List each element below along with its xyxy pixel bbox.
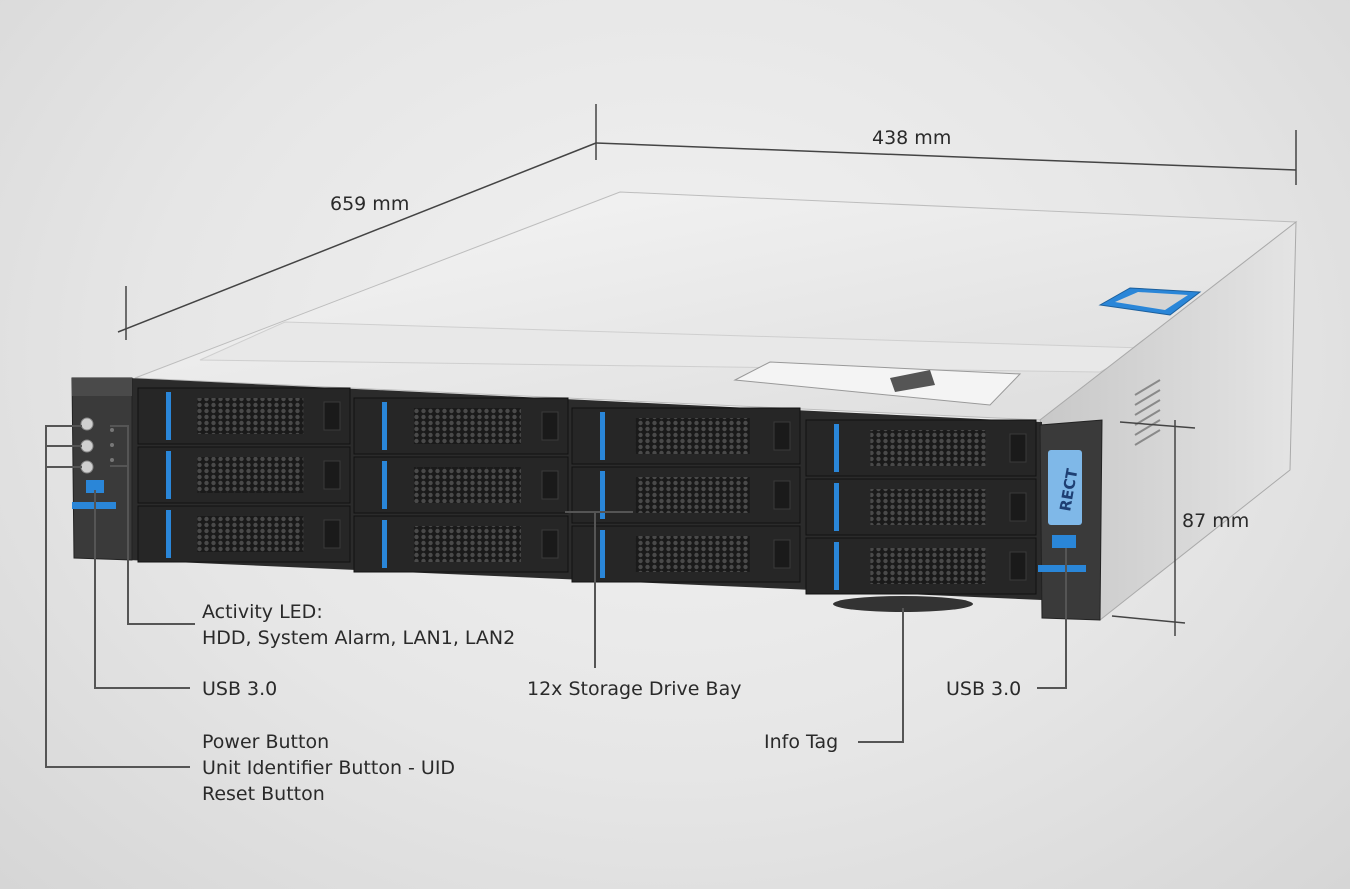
reset-button-icon [80, 460, 94, 474]
info-tag-callout [858, 608, 904, 743]
drive-tray-grille [413, 408, 521, 444]
drive-tray-handle [1009, 492, 1027, 522]
buttons-callout [45, 425, 190, 768]
depth-label: 659 mm [330, 193, 410, 215]
usb-right-callout [1037, 548, 1067, 689]
height-label: 87 mm [1182, 510, 1250, 532]
drive-tray-handle [541, 411, 559, 441]
drive-bay-label: 12x Storage Drive Bay [527, 678, 742, 700]
drive-tray-grille [870, 548, 986, 584]
drive-tray-grille [870, 430, 986, 466]
right-ear-accent [1038, 565, 1086, 572]
width-dimension-line [595, 142, 1297, 171]
depth-dimension-line [117, 142, 597, 333]
drive-tray-latch [166, 451, 171, 499]
drive-tray-grille [635, 477, 750, 513]
top-latch-inner [1115, 292, 1188, 310]
width-label: 438 mm [872, 127, 952, 149]
left-ear-top [72, 378, 132, 396]
drive-tray-latch [600, 412, 605, 460]
drive-tray-grille [635, 536, 750, 572]
drive-tray-grille [413, 467, 521, 503]
drive-tray-grille [197, 516, 304, 552]
drive-tray-handle [1009, 551, 1027, 581]
drive-tray-latch [834, 542, 839, 590]
drive-tray-latch [166, 392, 171, 440]
usb-left-label: USB 3.0 [202, 678, 278, 700]
drive-tray-handle [323, 519, 341, 549]
drive-bays [137, 387, 1037, 595]
brand-logo [1048, 450, 1082, 525]
drive-tray-handle [541, 529, 559, 559]
drive-tray-grille [413, 526, 521, 562]
drive-tray-handle [773, 480, 791, 510]
usb-right-label: USB 3.0 [946, 678, 1022, 700]
drive-tray-latch [166, 510, 171, 558]
drive-tray-latch [382, 402, 387, 450]
drive-tray-handle [323, 401, 341, 431]
power-button-label: Power Button [202, 731, 330, 753]
uid-button-icon [80, 439, 94, 453]
drive-tray-latch [834, 483, 839, 531]
drive-tray-latch [382, 520, 387, 568]
height-tick [1111, 615, 1186, 624]
drive-tray-latch [834, 424, 839, 472]
reset-button-label: Reset Button [202, 783, 325, 805]
activity-led-detail: HDD, System Alarm, LAN1, LAN2 [202, 627, 516, 649]
drive-tray-handle [773, 421, 791, 451]
uid-button-label: Unit Identifier Button - UID [202, 757, 456, 779]
usb-left-callout [94, 490, 190, 689]
led-indicator [110, 443, 114, 447]
drive-tray-grille [197, 457, 304, 493]
info-tag-label: Info Tag [764, 731, 839, 753]
led-indicator [110, 458, 114, 462]
activity-led-title: Activity LED: [202, 601, 323, 623]
drive-tray-latch [600, 530, 605, 578]
drive-tray-latch [382, 461, 387, 509]
usb-port-right-icon [1052, 535, 1076, 548]
drive-tray-handle [541, 470, 559, 500]
side-vents [1134, 379, 1161, 446]
height-tick [1119, 421, 1196, 429]
drive-tray-latch [600, 471, 605, 519]
usb-port-left-icon [86, 480, 104, 493]
barcode [890, 370, 935, 392]
power-button-icon [80, 417, 94, 431]
info-tag-pullout [833, 596, 973, 612]
drive-tray-grille [197, 398, 304, 434]
drive-tray-grille [870, 489, 986, 525]
drive-tray-handle [773, 539, 791, 569]
drive-tray-handle [323, 460, 341, 490]
drive-tray-handle [1009, 433, 1027, 463]
drive-tray-grille [635, 418, 750, 454]
activity-led-callout [110, 425, 195, 625]
led-indicator [110, 428, 114, 432]
top-label-sticker [733, 361, 1022, 406]
